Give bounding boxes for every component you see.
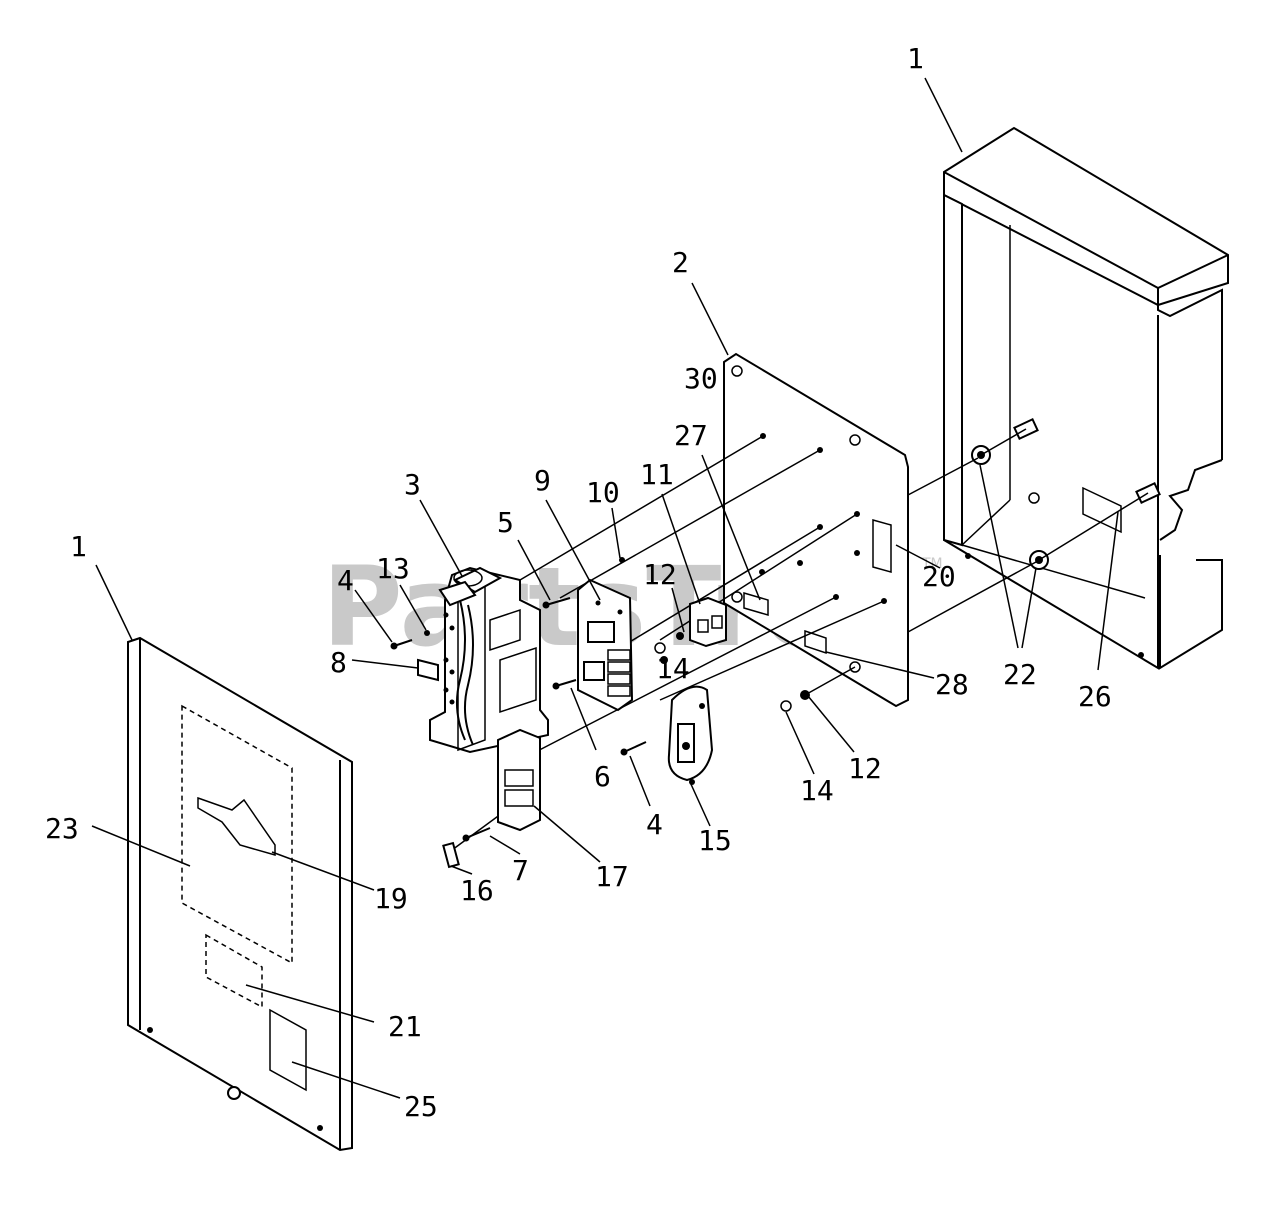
door-panel	[127, 636, 353, 1152]
fuse-holder-assembly	[442, 728, 541, 869]
callout-12-mid: 12	[643, 558, 677, 591]
callout-14-right: 14	[800, 774, 834, 807]
callout-17: 17	[595, 860, 629, 893]
callout-20: 20	[922, 560, 956, 593]
callout-28: 28	[935, 668, 969, 701]
callout-6: 6	[594, 760, 611, 793]
callout-25: 25	[404, 1090, 438, 1123]
callout-15: 15	[698, 824, 732, 857]
callout-1-door: 1	[70, 530, 87, 563]
callout-labels: 1 1 2 30 27 3 9 10 11 5 13 4 12 8 14 20 …	[45, 42, 1112, 1123]
callout-27: 27	[674, 419, 708, 452]
callout-1-enclosure: 1	[907, 42, 924, 75]
callout-3: 3	[404, 468, 421, 501]
callout-4-mid: 4	[646, 808, 663, 841]
callout-22: 22	[1003, 658, 1037, 691]
callout-7: 7	[512, 854, 529, 887]
leader-lines	[91, 77, 1119, 1099]
callout-23: 23	[45, 812, 79, 845]
callout-16: 16	[460, 874, 494, 907]
terminal-block	[654, 596, 727, 664]
callout-26: 26	[1078, 680, 1112, 713]
assembly-lines	[451, 428, 1149, 851]
transfer-switch-assembly	[390, 566, 549, 754]
callout-13: 13	[376, 552, 410, 585]
callout-4-left: 4	[337, 564, 354, 597]
callout-19: 19	[374, 882, 408, 915]
circuit-board-assembly	[542, 557, 634, 712]
callout-8: 8	[330, 646, 347, 679]
enclosure-box	[943, 126, 1229, 670]
callout-10: 10	[586, 476, 620, 509]
callout-5: 5	[497, 506, 514, 539]
callout-2: 2	[672, 246, 689, 279]
receptacle-assembly	[620, 685, 714, 785]
callout-9: 9	[534, 464, 551, 497]
callout-14-mid: 14	[656, 652, 690, 685]
callout-12-right: 12	[848, 752, 882, 785]
callout-11: 11	[640, 458, 674, 491]
callout-30: 30	[684, 362, 718, 395]
nut-washer-set	[780, 690, 810, 712]
callout-21: 21	[388, 1010, 422, 1043]
